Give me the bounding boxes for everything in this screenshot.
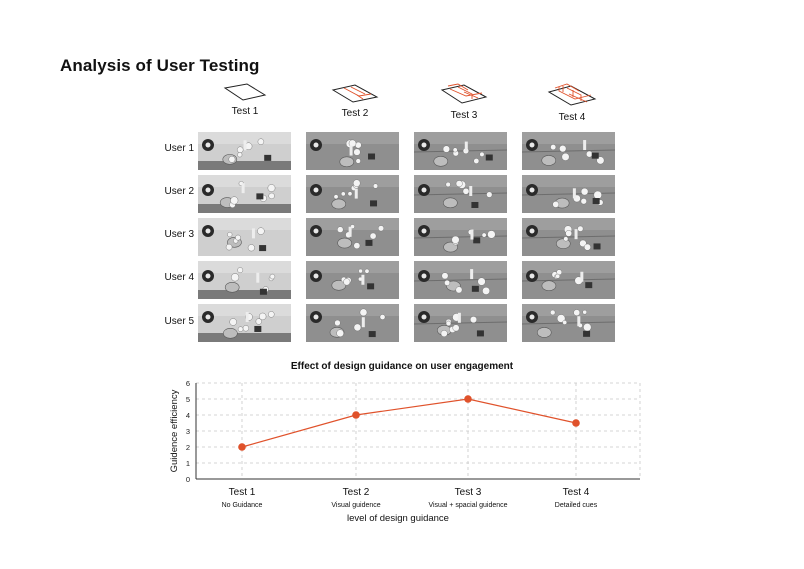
- page-title: Analysis of User Testing: [60, 56, 260, 75]
- user-label: User 5: [164, 316, 194, 327]
- test-photo: [306, 132, 399, 170]
- y-axis-label: Guidence efficiency: [169, 389, 180, 472]
- test-label: Test 2: [341, 108, 369, 119]
- x-tick-sublabel: Detailed cues: [555, 502, 598, 509]
- tray-diagram-icon: [331, 84, 379, 103]
- x-tick-sublabel: Visual guidence: [331, 502, 380, 509]
- test-photo: [306, 218, 399, 256]
- user-label: User 2: [164, 186, 194, 197]
- test-3-header: Test 3: [424, 82, 504, 121]
- test-photo: [522, 304, 615, 342]
- x-tick-label: Test 2: [343, 487, 370, 498]
- x-axis-label: level of design guidance: [347, 513, 449, 524]
- test-label: Test 4: [558, 112, 586, 123]
- data-point: [238, 443, 246, 451]
- test-photo: [198, 175, 291, 213]
- data-point: [572, 419, 580, 427]
- test-photo: [414, 304, 507, 342]
- y-tick-label: 3: [186, 427, 190, 436]
- test-photo: [306, 261, 399, 299]
- y-tick-label: 4: [186, 411, 190, 420]
- user-label: User 4: [164, 272, 194, 283]
- x-tick-label: Test 3: [455, 487, 482, 498]
- tray-diagram-icon: [547, 83, 597, 106]
- test-photo: [306, 304, 399, 342]
- data-point: [352, 411, 360, 419]
- test-photo: [198, 261, 291, 299]
- test-photo: [522, 218, 615, 256]
- test-photo: [414, 175, 507, 213]
- y-tick-label: 1: [186, 459, 190, 468]
- test-4-header: Test 4: [532, 82, 612, 123]
- tray-diagram-icon: [440, 83, 488, 104]
- test-label: Test 1: [231, 106, 259, 117]
- test-2-header: Test 2: [315, 82, 395, 119]
- y-tick-label: 5: [186, 395, 190, 404]
- test-photo: [522, 175, 615, 213]
- test-photo: [414, 261, 507, 299]
- y-tick-label: 6: [186, 379, 190, 388]
- x-tick-label: Test 4: [563, 487, 590, 498]
- test-photo: [522, 132, 615, 170]
- y-tick-label: 0: [186, 475, 190, 484]
- test-label: Test 3: [450, 110, 478, 121]
- user-label: User 3: [164, 229, 194, 240]
- user-label: User 1: [164, 143, 194, 154]
- test-photo: [198, 218, 291, 256]
- test-photo: [198, 304, 291, 342]
- data-point: [464, 395, 472, 403]
- x-tick-sublabel: Visual + spacial guidence: [428, 502, 507, 509]
- test-photo: [414, 218, 507, 256]
- test-photo: [522, 261, 615, 299]
- x-tick-sublabel: No Guidance: [222, 502, 263, 509]
- tray-diagram-icon: [223, 83, 267, 101]
- test-photo: [414, 132, 507, 170]
- test-1-header: Test 1: [205, 82, 285, 117]
- series-line: [241, 398, 577, 448]
- test-photo: [198, 132, 291, 170]
- x-tick-label: Test 1: [229, 487, 256, 498]
- y-tick-label: 2: [186, 443, 190, 452]
- test-photo: [306, 175, 399, 213]
- chart-title: Effect of design guidance on user engage…: [290, 361, 514, 372]
